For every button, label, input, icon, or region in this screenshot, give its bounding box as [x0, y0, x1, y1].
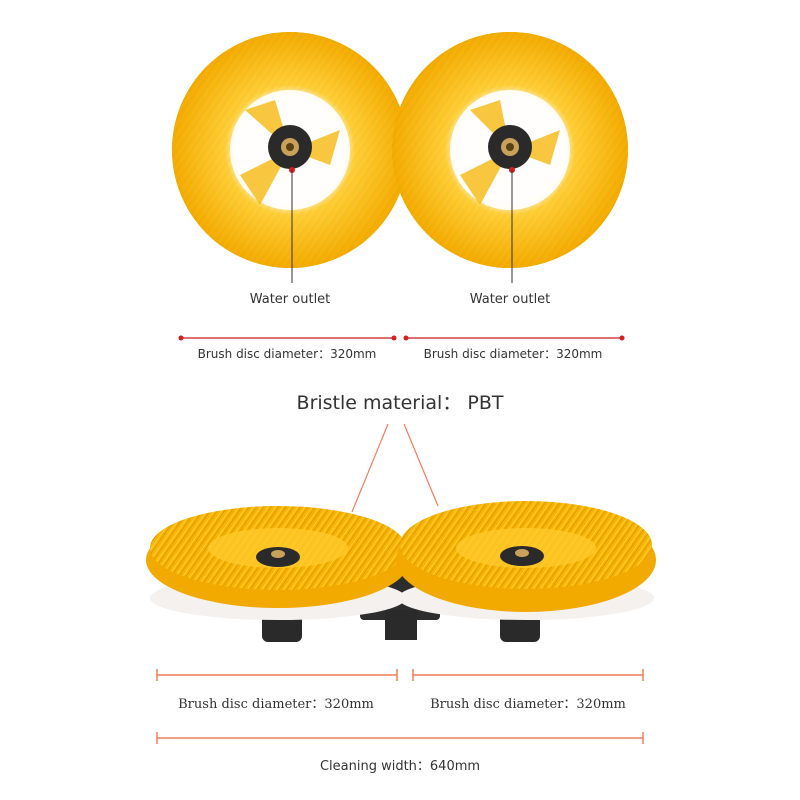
bottom-dimension-lines: [156, 669, 644, 744]
bristle-pointer: [351, 423, 389, 513]
bristle-pointer: [403, 423, 439, 507]
water-outlet-label-left: Water outlet: [249, 292, 331, 307]
top-dimension-lines: [178, 335, 625, 341]
top-left-brush: [172, 32, 410, 268]
bottom-right-diameter-label: Brush disc diameter：320mm: [430, 697, 626, 712]
bristle-material-label: Bristle material： PBT: [296, 392, 504, 414]
cleaning-width-label: Cleaning width：640mm: [319, 759, 481, 774]
bottom-brush-assembly: [146, 501, 656, 642]
water-outlet-label-right: Water outlet: [469, 292, 551, 307]
top-right-brush: [392, 32, 628, 268]
top-right-diameter-label: Brush disc diameter：320mm: [423, 347, 603, 361]
top-left-diameter-label: Brush disc diameter：320mm: [197, 347, 377, 361]
bottom-left-diameter-label: Brush disc diameter：320mm: [178, 697, 374, 712]
